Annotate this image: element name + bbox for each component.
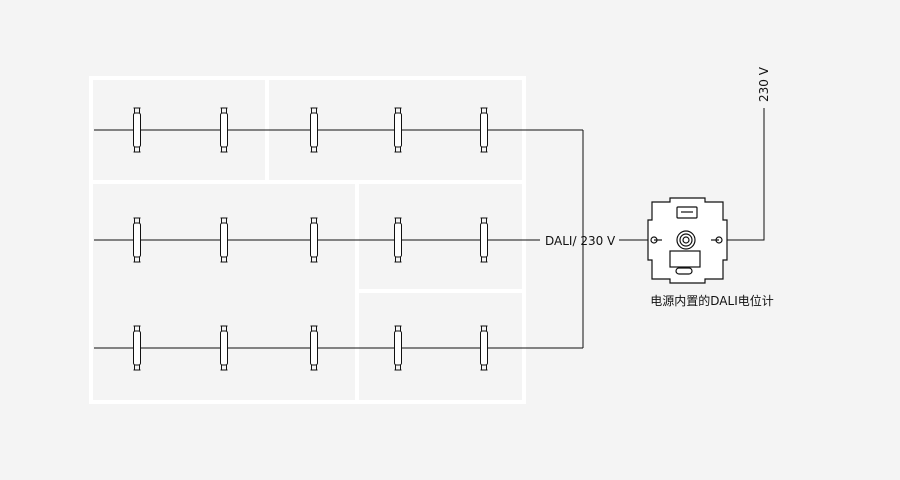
device-knob-mid (679, 233, 693, 247)
supply-label: 230 V (757, 66, 771, 102)
fluorescent-tube-icon (310, 107, 318, 153)
lamp-tube (220, 222, 228, 258)
lamp-pins (394, 257, 402, 263)
fluorescent-tube-icon (394, 217, 402, 263)
lamp-tube (394, 112, 402, 148)
device-bottom-tab (675, 267, 693, 275)
fluorescent-tube-icon (480, 325, 488, 371)
lamp-pins (220, 325, 228, 331)
fluorescent-tube-icon (394, 325, 402, 371)
fluorescent-tube-icon (394, 107, 402, 153)
lamp-pins (220, 217, 228, 223)
lamp-tube (480, 330, 488, 366)
fluorescent-tube-icon (310, 325, 318, 371)
lamp-tube (310, 112, 318, 148)
lamp-tube (133, 112, 141, 148)
lamps (133, 107, 488, 371)
lamp-pins (133, 147, 141, 153)
device-bottom-slot (669, 250, 701, 268)
lamp-pins (310, 107, 318, 113)
lamp-pins (480, 107, 488, 113)
lamp-pins (220, 365, 228, 371)
lamp-pins (133, 325, 141, 331)
bus-label: DALI/ 230 V (545, 234, 616, 248)
lamp-pins (394, 107, 402, 113)
lamp-pins (480, 257, 488, 263)
device-knob-inner (682, 236, 690, 244)
lamp-pins (394, 325, 402, 331)
lamp-pins (220, 107, 228, 113)
lamp-pins (480, 325, 488, 331)
lamp-pins (133, 257, 141, 263)
lamp-tube (220, 330, 228, 366)
lamp-tube (394, 222, 402, 258)
lamp-tube (480, 222, 488, 258)
lamp-pins (394, 365, 402, 371)
lamp-pins (220, 147, 228, 153)
lamp-pins (133, 217, 141, 223)
lamp-pins (310, 325, 318, 331)
fluorescent-tube-icon (480, 107, 488, 153)
lamp-pins (310, 217, 318, 223)
wire-supply (727, 108, 765, 241)
lamp-pins (394, 217, 402, 223)
lamp-pins (480, 365, 488, 371)
lamp-pins (480, 217, 488, 223)
fluorescent-tube-icon (133, 217, 141, 263)
lamp-tube (133, 330, 141, 366)
fluorescent-tube-icon (310, 217, 318, 263)
lamp-pins (310, 147, 318, 153)
device-label: 电源内置的DALI电位计 (650, 293, 773, 308)
lamp-tube (310, 222, 318, 258)
fluorescent-tube-icon (133, 107, 141, 153)
device-top-slot (676, 206, 698, 219)
fluorescent-tube-icon (220, 325, 228, 371)
lamp-tube (480, 112, 488, 148)
lamp-pins (133, 107, 141, 113)
lamp-tube (310, 330, 318, 366)
fluorescent-tube-icon (480, 217, 488, 263)
device-knob-outer (676, 230, 696, 250)
wiring (94, 108, 765, 349)
lamp-pins (220, 257, 228, 263)
lamp-tube (133, 222, 141, 258)
dali-potentiometer-icon (647, 197, 728, 284)
fluorescent-tube-icon (220, 217, 228, 263)
lamp-tube (394, 330, 402, 366)
lamp-pins (310, 257, 318, 263)
fluorescent-tube-icon (220, 107, 228, 153)
lamp-pins (394, 147, 402, 153)
lamp-pins (133, 365, 141, 371)
lamp-tube (220, 112, 228, 148)
fluorescent-tube-icon (133, 325, 141, 371)
lamp-pins (480, 147, 488, 153)
lamp-pins (310, 365, 318, 371)
device-body (647, 197, 728, 284)
